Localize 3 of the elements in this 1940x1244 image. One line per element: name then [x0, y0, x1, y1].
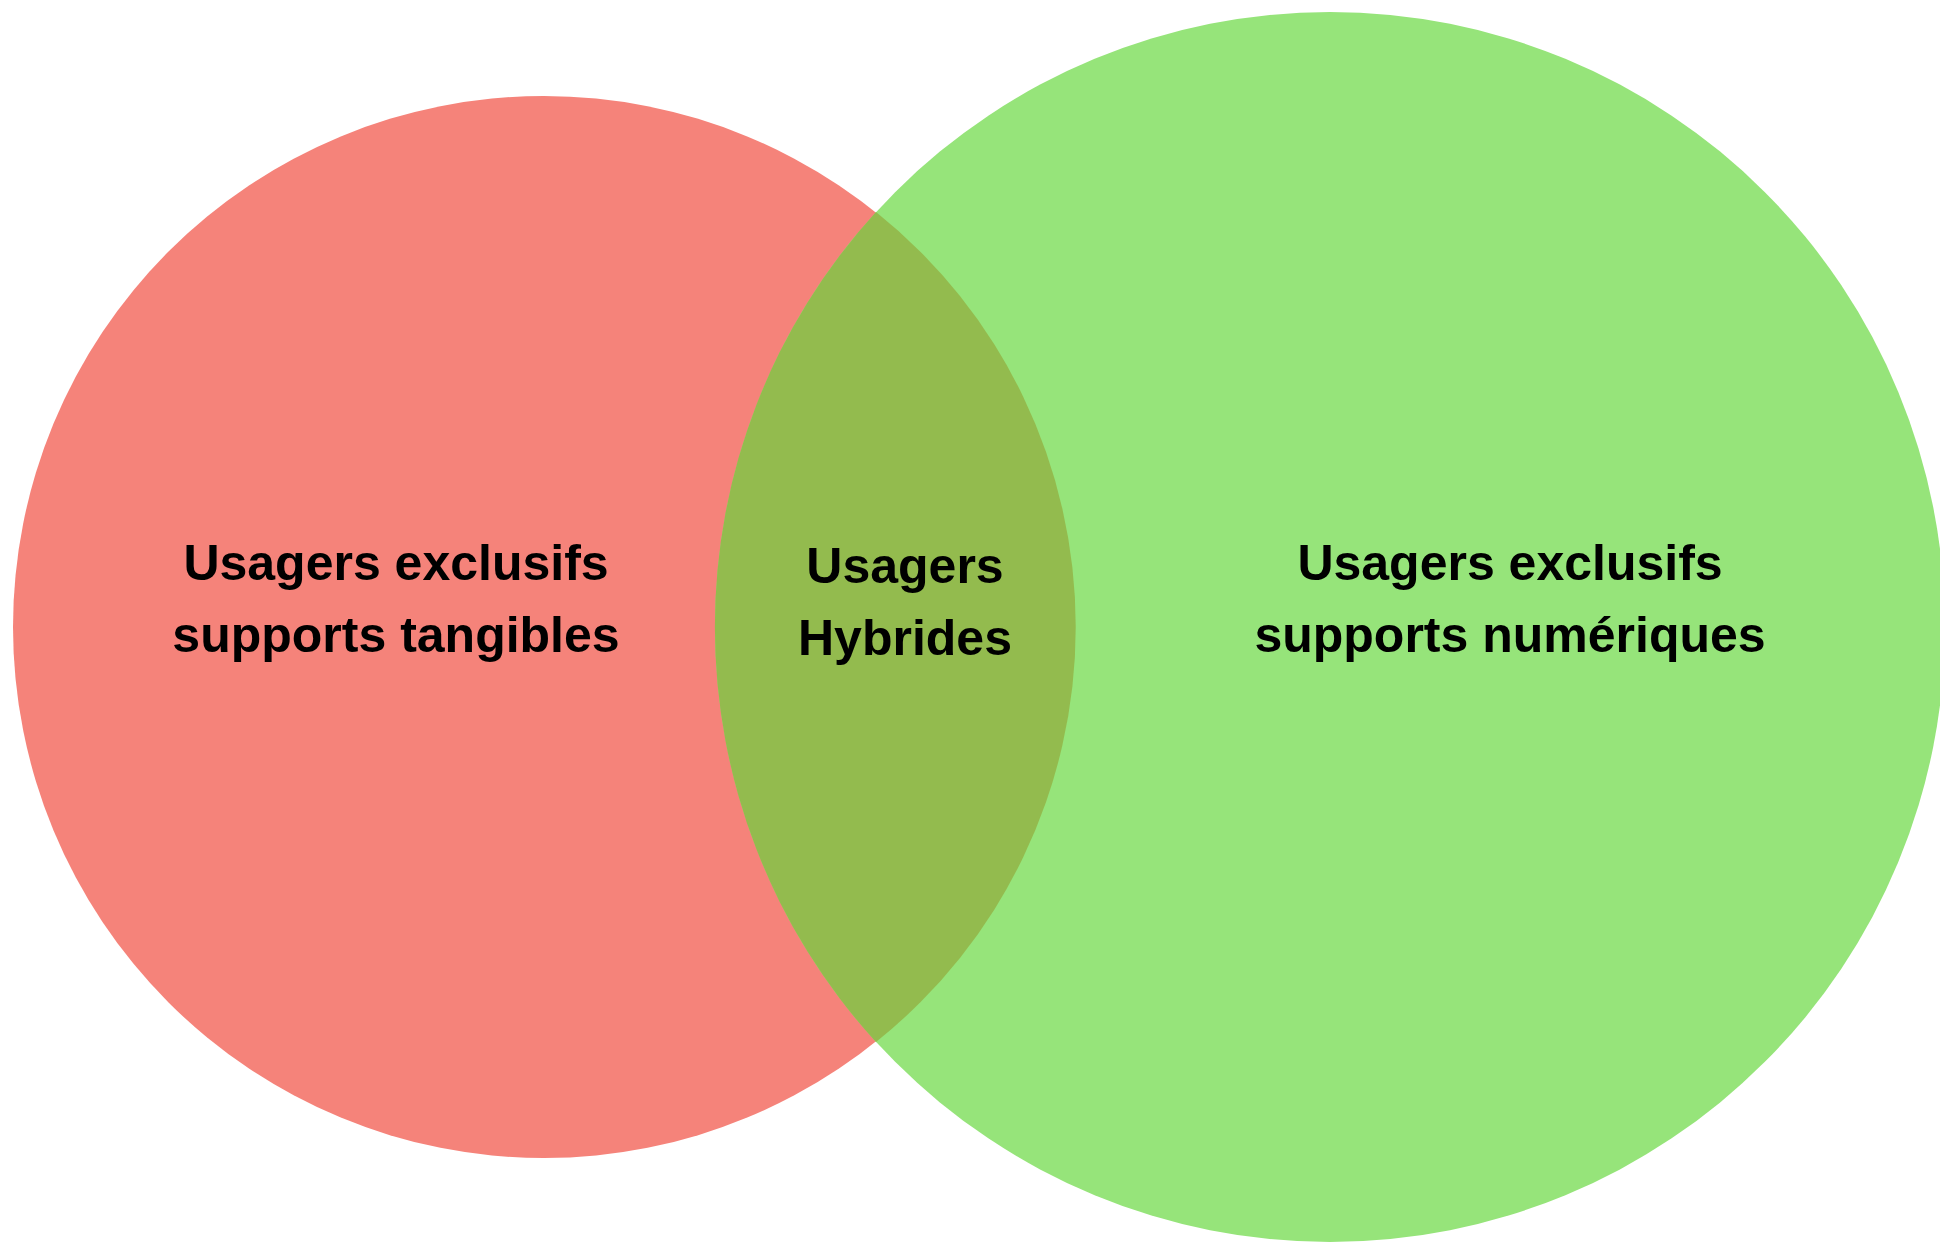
venn-label: Usagers Hybrides [797, 537, 1013, 668]
venn-label: Usagers exclusifs supports numériques [1253, 534, 1767, 665]
venn-label: Usagers exclusifs supports tangibles [171, 534, 621, 665]
